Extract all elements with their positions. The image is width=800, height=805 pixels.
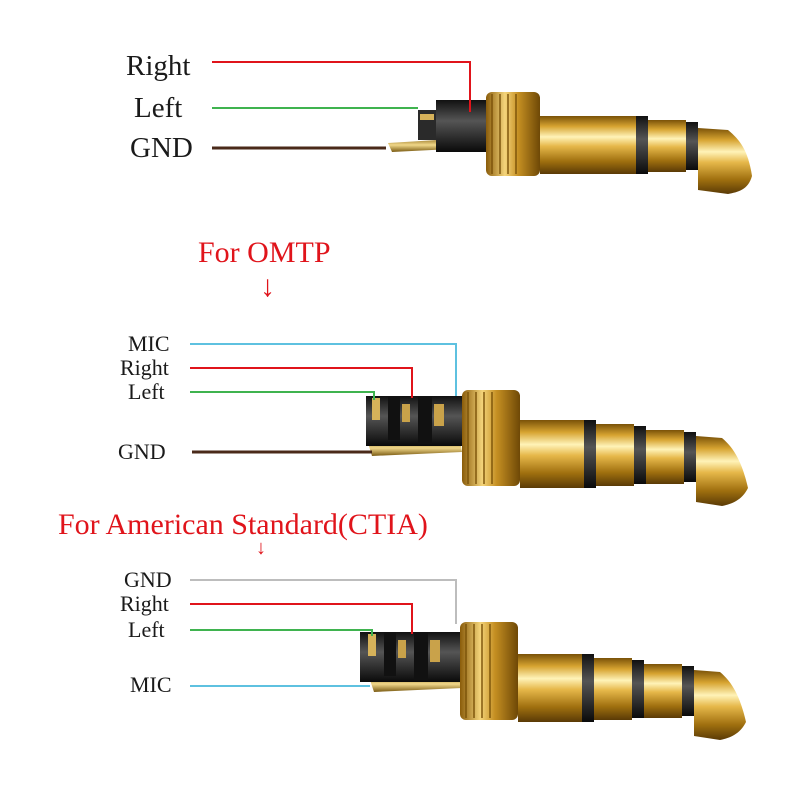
omtp-label-mic: MIC — [128, 331, 170, 356]
threaded-collar — [486, 92, 540, 176]
tip-insulator — [686, 122, 698, 170]
tip — [694, 670, 746, 740]
sleeve — [518, 654, 582, 722]
ring — [648, 120, 686, 172]
p1-label-gnd: GND — [130, 132, 193, 164]
omtp-label-left: Left — [128, 379, 165, 404]
omtp-label-gnd: GND — [118, 439, 166, 464]
p1-label-left: Left — [134, 92, 183, 124]
plug-4pole-ctia — [360, 622, 746, 740]
tip — [696, 436, 748, 506]
ctia-arrow: ↓ — [256, 537, 266, 559]
p3-gnd-line — [190, 579, 457, 624]
omtp-title: For OMTP — [198, 236, 331, 269]
ring-2 — [596, 424, 634, 486]
ctia-label-left: Left — [128, 617, 165, 642]
plug-3pole — [388, 92, 752, 194]
sleeve — [520, 420, 584, 488]
p3-right-line — [190, 603, 413, 634]
tip — [698, 128, 752, 194]
leader-lines — [190, 61, 471, 687]
ctia-label-mic: MIC — [130, 672, 172, 697]
insulator — [360, 632, 464, 682]
p3-left-line — [190, 629, 373, 636]
ring-1 — [644, 664, 682, 718]
p2-left-line — [190, 391, 375, 400]
insulator — [436, 100, 488, 152]
p1-right-line — [212, 61, 471, 112]
ring-1 — [646, 430, 684, 484]
ctia-title: For American Standard(CTIA) — [58, 508, 428, 541]
ctia-label-gnd: GND — [124, 567, 172, 592]
plug-4pole-omtp — [366, 390, 748, 506]
p2-right-line — [190, 367, 413, 398]
omtp-label-right: Right — [120, 355, 169, 380]
p1-label-right: Right — [126, 50, 191, 82]
p2-mic-line — [190, 343, 457, 396]
omtp-arrow: ↓ — [260, 270, 275, 303]
ctia-label-right: Right — [120, 591, 169, 616]
ring-insulator — [636, 116, 648, 174]
insulator — [366, 396, 466, 446]
ring-2 — [594, 658, 632, 720]
sleeve — [540, 116, 636, 174]
